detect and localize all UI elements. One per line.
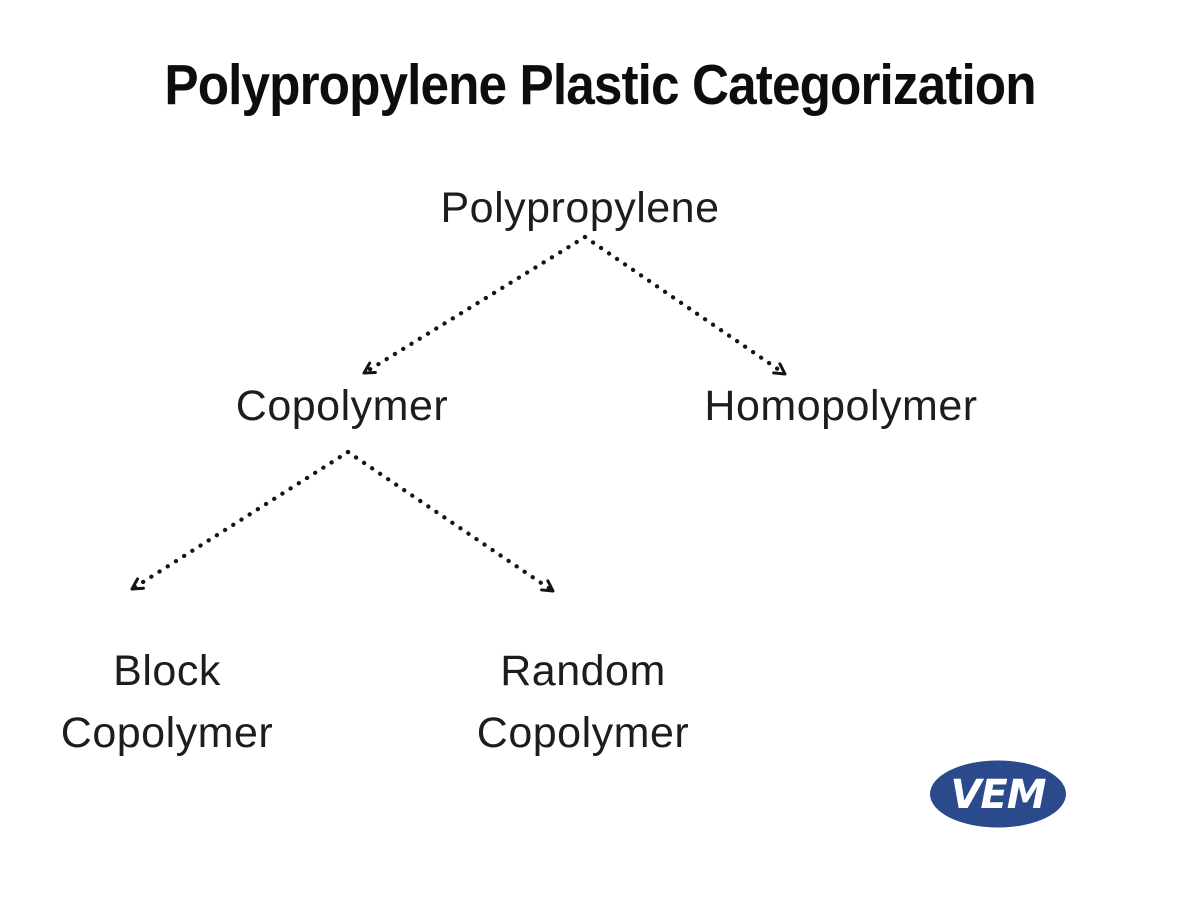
- node-polypropylene: Polypropylene: [440, 184, 720, 232]
- edge-polypropylene-homopolymer: [582, 234, 788, 377]
- node-random-copolymer: Random Copolymer: [476, 647, 690, 757]
- page-title: Polypropylene Plastic Categorization: [0, 53, 1200, 117]
- node-copolymer: Copolymer: [235, 382, 449, 430]
- node-block-copolymer: Block Copolymer: [60, 647, 274, 757]
- edge-copolymer-random-copolymer: [345, 449, 556, 594]
- node-homopolymer: Homopolymer: [704, 382, 978, 430]
- page-title-text: Polypropylene Plastic Categorization: [164, 53, 1036, 117]
- edge-copolymer-block-copolymer: [129, 449, 351, 592]
- vem-logo: VEM: [925, 753, 1075, 837]
- vem-logo-ellipse: [930, 760, 1066, 828]
- edge-polypropylene-copolymer: [361, 234, 588, 376]
- vem-logo-text: VEM: [950, 772, 1045, 818]
